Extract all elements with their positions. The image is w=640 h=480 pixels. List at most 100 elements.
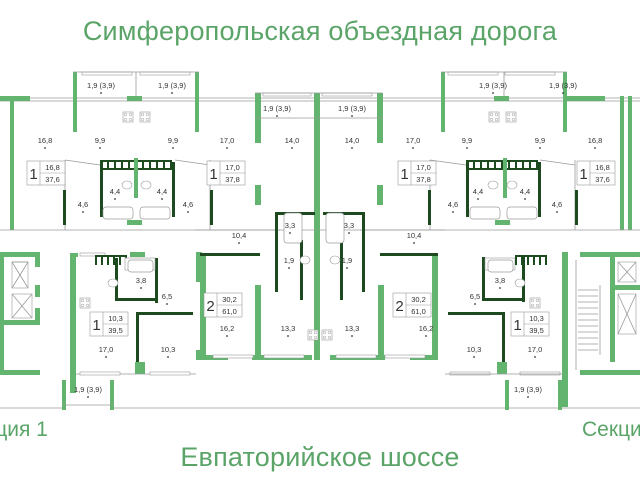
- burner: [322, 330, 327, 335]
- section-2-label: Секци: [582, 418, 640, 441]
- window: [335, 354, 377, 359]
- thin-wall: [617, 293, 637, 335]
- room-area-label: 3,3: [285, 221, 295, 230]
- structural-wall: [628, 96, 632, 230]
- burner: [145, 117, 150, 122]
- elevator-shaft: [617, 261, 637, 283]
- partition-wall: [428, 190, 431, 225]
- apartment-living-area: 17,0: [225, 163, 240, 172]
- window: [504, 71, 556, 76]
- apartment-total-area: 39,5: [529, 326, 544, 335]
- partition-wall: [494, 160, 496, 170]
- structural-wall: [0, 96, 30, 101]
- apartment-total-area: 37,8: [225, 175, 240, 184]
- structural-wall: [127, 96, 142, 101]
- burner: [128, 112, 133, 117]
- partition-wall: [155, 258, 158, 303]
- room-center-dot: [238, 242, 240, 244]
- apartment-rooms: 1: [92, 317, 100, 334]
- room-center-dot: [348, 232, 350, 234]
- apartment-total-area: 61,0: [411, 307, 426, 316]
- partition-wall: [142, 160, 144, 170]
- partition-wall: [149, 160, 151, 170]
- apartment-rooms: 1: [29, 166, 37, 183]
- structural-wall: [73, 72, 77, 132]
- burner: [506, 112, 511, 117]
- partition-wall: [473, 160, 475, 170]
- apartment-living-area: 16,8: [45, 163, 60, 172]
- room-area-label: 16,8: [38, 136, 53, 145]
- partition-wall: [539, 255, 541, 265]
- apartment-badge-a2: 1 17,0 37,8: [206, 160, 246, 186]
- burner: [123, 112, 128, 117]
- burner: [140, 112, 145, 117]
- structural-wall: [35, 252, 40, 267]
- window: [79, 371, 121, 376]
- thin-wall: [539, 159, 576, 166]
- apartment-living-area: 17,0: [416, 163, 431, 172]
- window: [447, 71, 499, 76]
- room-center-dot: [82, 211, 84, 213]
- room-area-label: 1,9: [342, 256, 352, 265]
- top-road-label: Симферопольская объездная дорога: [82, 16, 558, 46]
- thin-wall: [174, 159, 211, 166]
- structural-wall: [62, 380, 66, 410]
- burner: [506, 117, 511, 122]
- room-center-dot: [226, 335, 228, 337]
- structural-wall: [558, 380, 562, 410]
- room-center-dot: [466, 147, 468, 149]
- room-area-label: 1,9: [284, 256, 294, 265]
- structural-wall: [200, 255, 206, 360]
- room-area-label: 17,0: [220, 136, 235, 145]
- partition-wall: [529, 160, 531, 170]
- partition-wall: [482, 257, 485, 299]
- room-center-dot: [100, 92, 102, 94]
- burner: [494, 112, 499, 117]
- room-center-dot: [161, 198, 163, 200]
- room-area-label: 9,9: [462, 136, 472, 145]
- toilet: [487, 180, 499, 190]
- window: [519, 371, 561, 376]
- burner: [511, 117, 516, 122]
- partition-wall: [107, 160, 109, 170]
- walls: [0, 71, 640, 410]
- bathtub: [127, 259, 154, 273]
- burner: [511, 112, 516, 117]
- toilet: [514, 278, 526, 288]
- structural-wall: [35, 285, 40, 297]
- burner: [128, 117, 133, 122]
- room-center-dot: [492, 92, 494, 94]
- room-center-dot: [346, 267, 348, 269]
- apartment-rooms: 1: [209, 166, 217, 183]
- room-center-dot: [413, 242, 415, 244]
- room-center-dot: [140, 287, 142, 289]
- burner: [327, 330, 332, 335]
- partition-wall: [95, 255, 125, 257]
- structural-wall: [110, 380, 114, 410]
- room-center-dot: [477, 198, 479, 200]
- room-area-label: 1,9 (3,9): [74, 385, 102, 394]
- toilet: [329, 255, 341, 265]
- structural-wall: [432, 255, 438, 360]
- elevator-shaft: [617, 293, 637, 335]
- partition-wall: [515, 255, 517, 265]
- stove: [488, 111, 500, 123]
- bathtub: [139, 206, 171, 220]
- room-center-dot: [114, 198, 116, 200]
- partition-wall: [63, 190, 66, 225]
- window: [79, 252, 106, 257]
- structural-wall: [255, 285, 261, 355]
- room-center-dot: [287, 335, 289, 337]
- partition-wall: [172, 162, 175, 217]
- burner: [535, 303, 540, 308]
- window: [149, 371, 191, 376]
- bathtub: [102, 206, 134, 220]
- room-area-label: 10,3: [161, 345, 176, 354]
- room-area-label: 1,9 (3,9): [549, 81, 577, 90]
- partition-wall: [114, 160, 116, 170]
- room-center-dot: [44, 147, 46, 149]
- structural-wall: [134, 158, 138, 198]
- room-center-dot: [171, 92, 173, 94]
- room-area-label: 10,4: [232, 231, 247, 240]
- partition-wall: [480, 160, 482, 170]
